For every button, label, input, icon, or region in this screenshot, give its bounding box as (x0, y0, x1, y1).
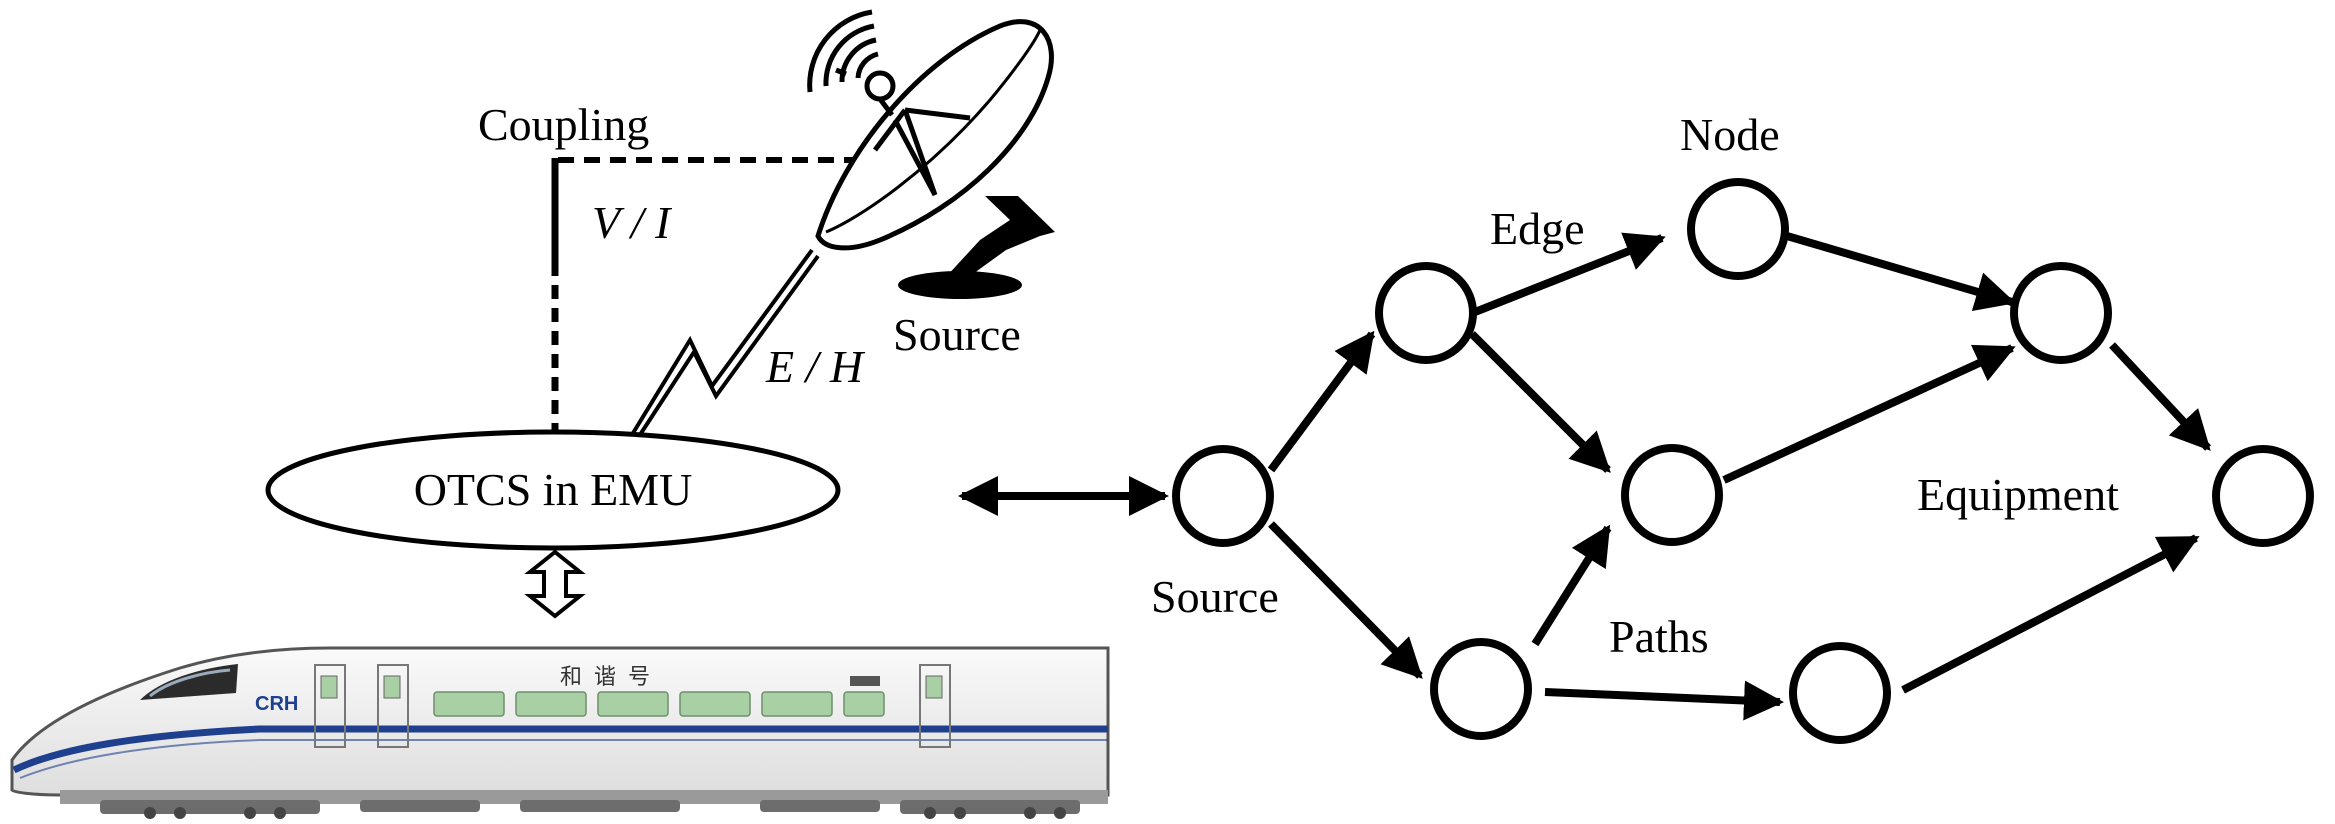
edge-lower-paths (1544, 680, 1784, 721)
signal-waves-icon (807, 9, 879, 93)
vi-label: V / I (592, 197, 673, 248)
otcs-label: OTCS in EMU (414, 464, 693, 515)
train-brand: CRH (255, 693, 298, 715)
node-middle (1621, 444, 1723, 546)
node-source (1172, 445, 1274, 547)
edge-upper-node (1473, 232, 1666, 316)
network-edges (1267, 232, 2211, 721)
edge-middle-right (1722, 344, 2016, 484)
node-label: Node (1680, 109, 1780, 160)
edge-lower-middle (1531, 524, 1612, 647)
dish-source-label: Source (893, 309, 1021, 360)
coupling-label: Coupling (478, 99, 649, 150)
node-equipment (2212, 445, 2314, 547)
satellite-dish-icon (815, 19, 1055, 299)
edge-label: Edge (1490, 203, 1585, 254)
node-top (1687, 178, 1789, 280)
edge-right-equipment (2109, 342, 2211, 451)
edge-source-lower (1268, 521, 1423, 679)
node-right (2010, 262, 2112, 364)
network-nodes (1172, 178, 2314, 744)
edge-node-right (1785, 232, 2016, 312)
edge-paths-equipment (1901, 534, 2200, 694)
paths-label: Paths (1609, 611, 1709, 662)
train-icon: CRH 和谐号 (10, 646, 1110, 819)
edge-source-upper (1267, 330, 1376, 473)
eh-label: E / H (765, 341, 866, 392)
otcs-train-link-arrow (524, 549, 586, 619)
node-upper (1375, 262, 1477, 364)
edge-upper-middle (1469, 331, 1611, 473)
network-source-label: Source (1151, 571, 1279, 622)
train-name: 和谐号 (560, 664, 662, 689)
lightning-bolt-icon (628, 248, 820, 446)
equipment-label: Equipment (1917, 469, 2119, 520)
node-lower (1430, 638, 1532, 740)
otcs-ellipse (265, 429, 841, 551)
node-paths (1789, 642, 1891, 744)
